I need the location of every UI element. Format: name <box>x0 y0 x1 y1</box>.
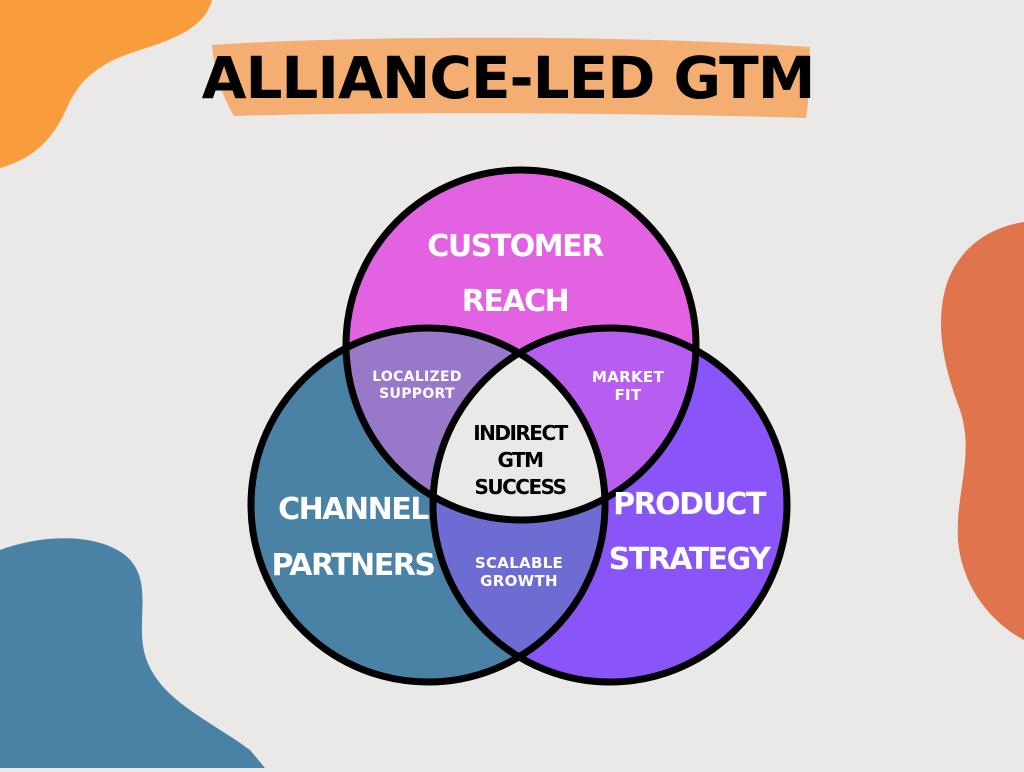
page-title: ALLIANCE-LED GTM <box>202 44 815 112</box>
label-center-line3: SUCCESS <box>474 475 565 499</box>
outline-product-strategy <box>429 324 791 686</box>
label-customer-reach-line1: CUSTOMER <box>427 229 604 264</box>
label-localized-support-line1: LOCALIZED <box>372 369 462 385</box>
label-product-strategy-line2: STRATEGY <box>609 542 772 577</box>
label-product-strategy-line1: PRODUCT <box>613 487 767 522</box>
label-center-line1: INDIRECT <box>473 421 568 445</box>
decorative-blob-bottom-left <box>0 538 265 768</box>
outline-channel-partners <box>247 324 609 686</box>
label-channel-partners-line1: CHANNEL <box>278 492 429 527</box>
decorative-blob-right <box>940 222 1024 640</box>
label-localized-support-line2: SUPPORT <box>379 386 455 402</box>
label-market-fit-line2: FIT <box>615 386 642 404</box>
label-market-fit-line1: MARKET <box>592 368 664 386</box>
center-overlap <box>433 328 605 520</box>
label-center-line2: GTM <box>497 448 543 472</box>
decorative-blob-top-left <box>0 0 212 168</box>
label-scalable-growth-line2: GROWTH <box>480 572 558 590</box>
label-channel-partners-line2: PARTNERS <box>272 548 435 583</box>
label-customer-reach-line2: REACH <box>462 284 568 319</box>
label-scalable-growth-line1: SCALABLE <box>475 554 563 572</box>
title-banner <box>212 37 810 118</box>
